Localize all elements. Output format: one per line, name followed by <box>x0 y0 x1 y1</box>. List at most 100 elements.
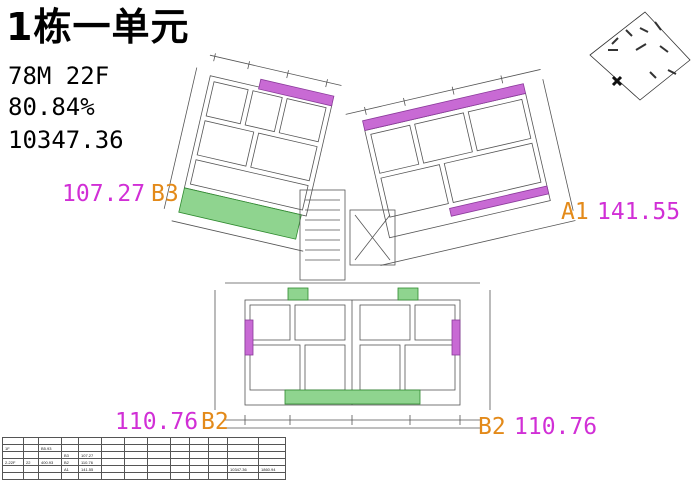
table-cell <box>101 458 125 466</box>
table-cell <box>2 437 24 445</box>
table-cell <box>208 437 228 445</box>
table-row: 1F B5.93 <box>2 444 286 452</box>
table-cell <box>170 472 190 480</box>
b3-unit-plan <box>163 53 342 252</box>
table-cell <box>227 444 259 452</box>
b2-right-code-label: B2 <box>478 414 506 440</box>
table-cell: B5.93 <box>38 444 62 452</box>
table-row <box>2 472 286 480</box>
table-cell <box>38 437 62 445</box>
table-cell <box>124 444 148 452</box>
table-cell <box>258 451 286 459</box>
core-plan <box>299 189 396 281</box>
table-cell <box>124 451 148 459</box>
table-cell <box>189 472 209 480</box>
table-cell <box>78 437 102 445</box>
table-cell <box>38 472 62 480</box>
height-floors-stat: 78M 22F <box>8 62 110 90</box>
table-row <box>2 437 286 445</box>
table-cell <box>147 465 171 473</box>
b2-left-area-label: 110.76 <box>115 409 199 435</box>
b3-code-label: B3 <box>151 181 179 207</box>
table-cell <box>38 451 62 459</box>
table-cell <box>101 465 125 473</box>
table-cell: 1F <box>2 444 24 452</box>
building-title: 1栋一单元 <box>6 5 190 49</box>
table-cell <box>61 437 79 445</box>
table-cell <box>189 437 209 445</box>
table-cell <box>170 458 190 466</box>
table-cell <box>170 437 190 445</box>
table-cell <box>258 437 286 445</box>
table-cell <box>227 451 259 459</box>
a1-code-label: A1 <box>561 199 589 225</box>
table-cell <box>147 451 171 459</box>
table-cell <box>23 437 39 445</box>
table-cell <box>258 458 286 466</box>
table-cell <box>101 444 125 452</box>
table-cell <box>23 465 39 473</box>
table-cell: 141.55 <box>78 465 102 473</box>
table-cell <box>208 472 228 480</box>
table-cell <box>101 451 125 459</box>
table-cell <box>189 458 209 466</box>
table-cell <box>227 472 259 480</box>
site-key-icon <box>589 11 691 101</box>
table-cell: B3 <box>61 451 79 459</box>
table-cell: A1 <box>61 465 79 473</box>
table-cell <box>227 437 259 445</box>
table-cell <box>23 444 39 452</box>
table-cell: 400.93 <box>38 458 62 466</box>
table-cell <box>124 465 148 473</box>
b2-right-area-label: 110.76 <box>514 414 598 440</box>
table-cell <box>147 458 171 466</box>
table-cell <box>101 472 125 480</box>
table-cell <box>147 437 171 445</box>
table-cell <box>61 472 79 480</box>
b2-left-code-label: B2 <box>201 409 229 435</box>
table-cell: 2-22F <box>2 458 24 466</box>
efficiency-stat: 80.84% <box>8 93 95 121</box>
table-cell <box>147 472 171 480</box>
b2-units-plan <box>214 282 491 429</box>
table-cell <box>124 437 148 445</box>
table-cell <box>101 437 125 445</box>
table-cell <box>23 472 39 480</box>
table-cell <box>2 465 24 473</box>
table-cell: 10347.36 <box>227 465 259 473</box>
table-cell <box>258 472 286 480</box>
table-cell: 107.27 <box>78 451 102 459</box>
table-cell <box>170 444 190 452</box>
table-cell <box>61 444 79 452</box>
table-cell <box>208 465 228 473</box>
table-cell <box>170 451 190 459</box>
table-cell <box>208 458 228 466</box>
table-cell: 22 <box>23 458 39 466</box>
total-area-stat: 10347.36 <box>8 126 124 154</box>
table-cell <box>124 458 148 466</box>
table-cell: B2 <box>61 458 79 466</box>
table-cell <box>208 451 228 459</box>
table-cell: 1860.94 <box>258 465 286 473</box>
table-cell <box>124 472 148 480</box>
table-cell <box>147 444 171 452</box>
table-cell <box>2 451 24 459</box>
table-cell <box>189 465 209 473</box>
table-cell: 110.76 <box>78 458 102 466</box>
table-cell <box>208 444 228 452</box>
table-cell <box>227 458 259 466</box>
a1-unit-plan <box>345 69 576 266</box>
table-cell <box>189 451 209 459</box>
table-cell <box>78 472 102 480</box>
b3-area-label: 107.27 <box>62 181 146 207</box>
table-cell <box>258 444 286 452</box>
table-cell <box>189 444 209 452</box>
table-cell <box>170 465 190 473</box>
a1-area-label: 141.55 <box>597 199 681 225</box>
table-cell <box>78 444 102 452</box>
